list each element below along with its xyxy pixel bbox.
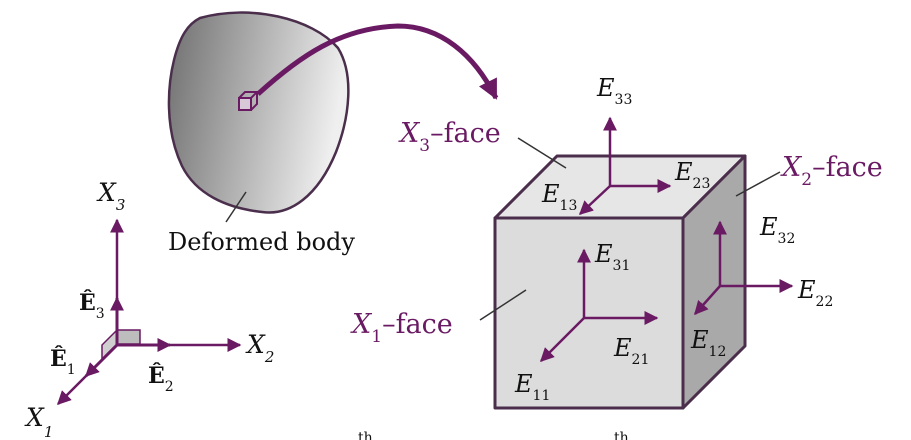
- e32-label: E32: [759, 213, 795, 247]
- material-element-cube: [238, 91, 260, 111]
- e21-label: E21: [613, 334, 649, 368]
- stress-cube: E33 E23 E13 E31 E21 E11 E32 E22 E12: [493, 74, 833, 410]
- frame-corner-face-top: [116, 329, 141, 345]
- e12-arrow: [694, 285, 721, 316]
- x1-axis-label: X1: [24, 403, 53, 440]
- e11-label: E11: [514, 370, 550, 404]
- body-shape: [167, 11, 350, 214]
- x3-axis-label: X3: [96, 178, 125, 214]
- caption-fragment-right: th: [614, 430, 629, 440]
- caption-fragment-left: th: [358, 430, 373, 440]
- zoom-arrow: [256, 23, 499, 100]
- x3-face-label: X3–face: [398, 118, 501, 156]
- e33-label: E33: [596, 74, 632, 108]
- face-labels: X3–face X2–face X1–face: [350, 118, 883, 347]
- e1-basis-label: Ê1: [50, 345, 76, 378]
- x3-face-leader: [517, 137, 567, 169]
- body-label: Deformed body: [168, 228, 355, 256]
- body-label-leader: [225, 191, 247, 223]
- e12-label: E12: [690, 326, 726, 360]
- e23-label: E23: [674, 158, 710, 192]
- x1-face-leader: [479, 289, 527, 321]
- e1-basis-vector: [84, 343, 119, 378]
- e22-label: E22: [797, 276, 833, 310]
- e13-label: E13: [541, 180, 577, 214]
- frame-corner-face-left: [101, 328, 118, 361]
- e3-basis-label: Ê3: [79, 289, 105, 322]
- x2-face-leader: [735, 171, 781, 197]
- e31-label: E31: [594, 240, 630, 274]
- e11-arrow: [540, 317, 585, 362]
- x1-face-label: X1–face: [350, 309, 453, 347]
- x2-axis-label: X2: [245, 330, 274, 366]
- x2-face-label: X2–face: [780, 152, 883, 190]
- deformed-body: Deformed body: [167, 11, 355, 256]
- e13-arrow: [578, 185, 611, 215]
- coordinate-frame: X3 X2 X1 Ê3 Ê1 Ê2: [24, 178, 274, 440]
- e2-basis-label: Ê2: [148, 362, 174, 395]
- cube-face-x2: [681, 154, 747, 410]
